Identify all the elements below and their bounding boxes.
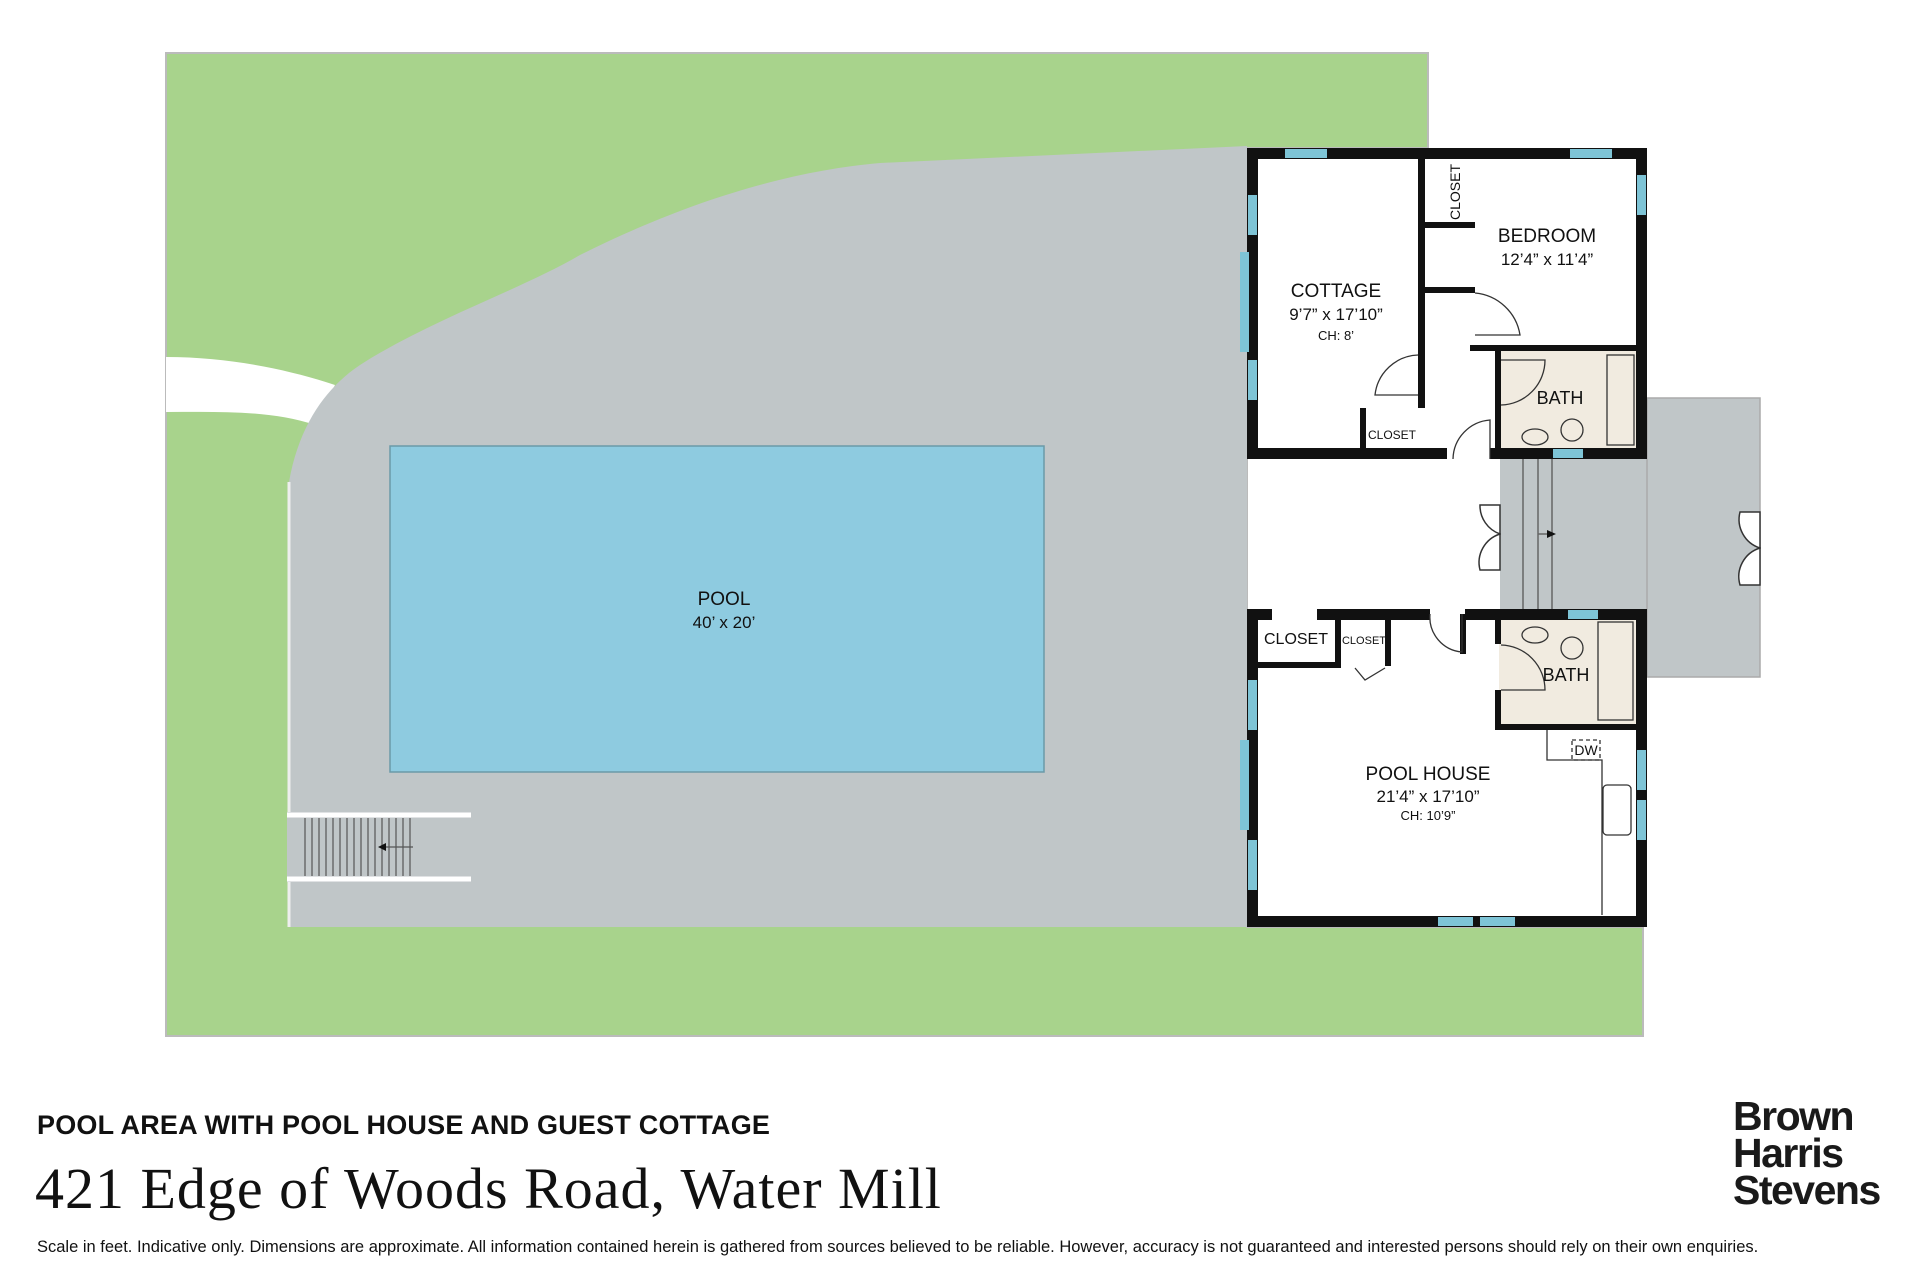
pool — [389, 445, 1045, 773]
pool-dims: 40’ x 20’ — [693, 613, 756, 632]
breezeway — [1500, 459, 1647, 609]
garden-path — [166, 357, 335, 425]
pool-house-building: CLOSET CLOSET BATH DW POOL HOUSE 21’4” x… — [1240, 609, 1647, 927]
cottage-label: COTTAGE — [1291, 281, 1381, 302]
double-door-right[interactable] — [1738, 511, 1761, 586]
poolhouse-bath-label: BATH — [1543, 665, 1590, 685]
poolhouse-ceiling: CH: 10’9” — [1401, 808, 1456, 823]
property-address: 421 Edge of Woods Road, Water Mill — [35, 1156, 942, 1221]
cottage-bath-label: BATH — [1537, 388, 1584, 408]
logo-line: Brown — [1733, 1093, 1855, 1139]
disclaimer: Scale in feet. Indicative only. Dimensio… — [37, 1238, 1759, 1256]
bedroom-label: BEDROOM — [1498, 226, 1596, 247]
plan-subtitle: POOL AREA WITH POOL HOUSE AND GUEST COTT… — [37, 1110, 771, 1140]
poolhouse-label: POOL HOUSE — [1366, 764, 1491, 785]
steps — [287, 812, 471, 882]
cottage-dims: 9’7” x 17’10” — [1289, 305, 1383, 324]
side-patio — [1646, 397, 1761, 678]
pool-label: POOL — [698, 589, 751, 610]
bedroom-dims: 12’4” x 11’4” — [1501, 250, 1594, 269]
brand-logo: Brown Harris Stevens — [1733, 1093, 1881, 1213]
cottage-ceiling: CH: 8’ — [1318, 328, 1354, 343]
poolhouse-dims: 21’4” x 17’10” — [1376, 787, 1479, 806]
dishwasher-label: DW — [1574, 742, 1598, 758]
logo-line: Harris — [1733, 1130, 1844, 1176]
cottage-building: CLOSET COTTAGE 9’7” x 17’10” CH: 8’ BEDR… — [1240, 148, 1647, 460]
poolhouse-closet-1-label: CLOSET — [1264, 631, 1328, 648]
cottage-closet-label: CLOSET — [1368, 428, 1417, 442]
poolhouse-closet-2-label: CLOSET — [1342, 635, 1386, 647]
logo-line: Stevens — [1733, 1167, 1881, 1213]
double-door-left[interactable] — [1478, 504, 1501, 571]
bedroom-closet-label: CLOSET — [1447, 164, 1463, 220]
